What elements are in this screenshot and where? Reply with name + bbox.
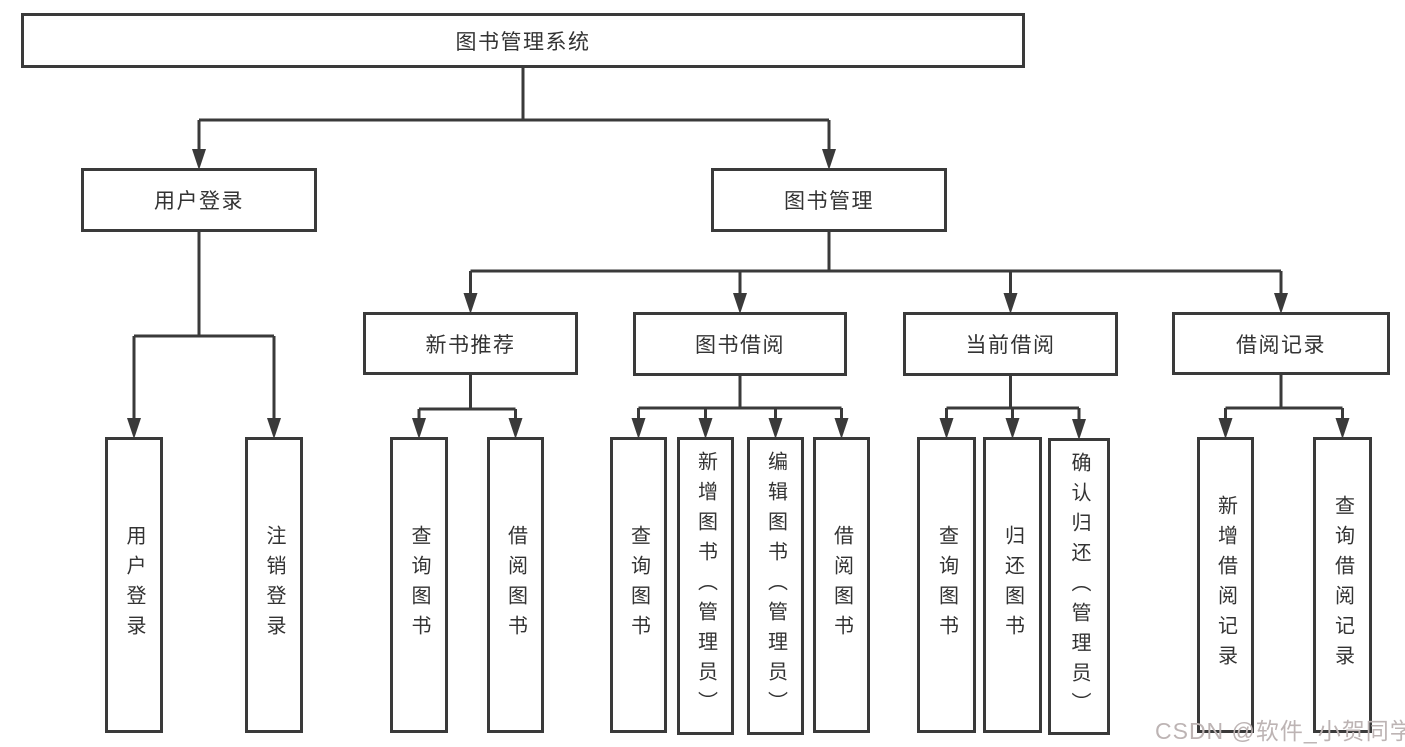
node-bb-edit-books: 编辑图书（管理员）	[747, 437, 804, 735]
node-cb-query-books: 查询图书	[917, 437, 976, 733]
node-bb-query-books: 查询图书	[610, 437, 667, 733]
node-cb-return-books: 归还图书	[983, 437, 1042, 733]
node-label-bb-query-books: 查询图书	[627, 525, 650, 645]
node-login-leaf: 用户登录	[105, 437, 163, 733]
node-book-mgmt: 图书管理	[711, 168, 947, 232]
node-br-add-record: 新增借阅记录	[1197, 437, 1254, 733]
node-label-user-login: 用户登录	[154, 190, 244, 213]
node-new-book-rec: 新书推荐	[363, 312, 578, 375]
node-label-root: 图书管理系统	[455, 30, 591, 54]
node-label-bb-borrow-books: 借阅图书	[830, 525, 853, 645]
node-rec-query-books: 查询图书	[390, 437, 448, 733]
node-label-borrow-records: 借阅记录	[1236, 333, 1326, 357]
node-label-br-query-record: 查询借阅记录	[1331, 495, 1354, 675]
node-logout-leaf: 注销登录	[245, 437, 303, 733]
node-br-query-record: 查询借阅记录	[1313, 437, 1372, 733]
node-current-borrow: 当前借阅	[903, 312, 1118, 376]
node-label-current-borrow: 当前借阅	[965, 334, 1056, 357]
node-label-cb-return-books: 归还图书	[1001, 525, 1024, 645]
node-label-login-leaf: 用户登录	[123, 525, 145, 645]
node-label-logout-leaf: 注销登录	[263, 525, 285, 645]
node-label-bb-edit-books: 编辑图书（管理员）	[764, 451, 787, 721]
node-root: 图书管理系统	[21, 13, 1025, 68]
node-bb-borrow-books: 借阅图书	[813, 437, 870, 733]
node-borrow-records: 借阅记录	[1172, 312, 1390, 375]
node-cb-confirm-return: 确认归还（管理员）	[1048, 438, 1110, 735]
node-rec-borrow-books: 借阅图书	[487, 437, 544, 733]
node-label-cb-query-books: 查询图书	[935, 525, 958, 645]
node-label-rec-query-books: 查询图书	[408, 525, 430, 645]
node-label-book-mgmt: 图书管理	[784, 190, 874, 213]
node-label-br-add-record: 新增借阅记录	[1214, 495, 1237, 675]
watermark: CSDN @软件_小贺同学	[1155, 718, 1405, 744]
node-label-book-borrow: 图书借阅	[695, 334, 785, 357]
node-label-bb-add-books: 新增图书（管理员）	[694, 451, 717, 721]
node-label-cb-confirm-return: 确认归还（管理员）	[1068, 451, 1090, 722]
node-bb-add-books: 新增图书（管理员）	[677, 437, 734, 735]
node-label-new-book-rec: 新书推荐	[425, 333, 516, 357]
node-label-rec-borrow-books: 借阅图书	[504, 525, 527, 645]
node-book-borrow: 图书借阅	[633, 312, 847, 376]
node-user-login: 用户登录	[81, 168, 317, 232]
